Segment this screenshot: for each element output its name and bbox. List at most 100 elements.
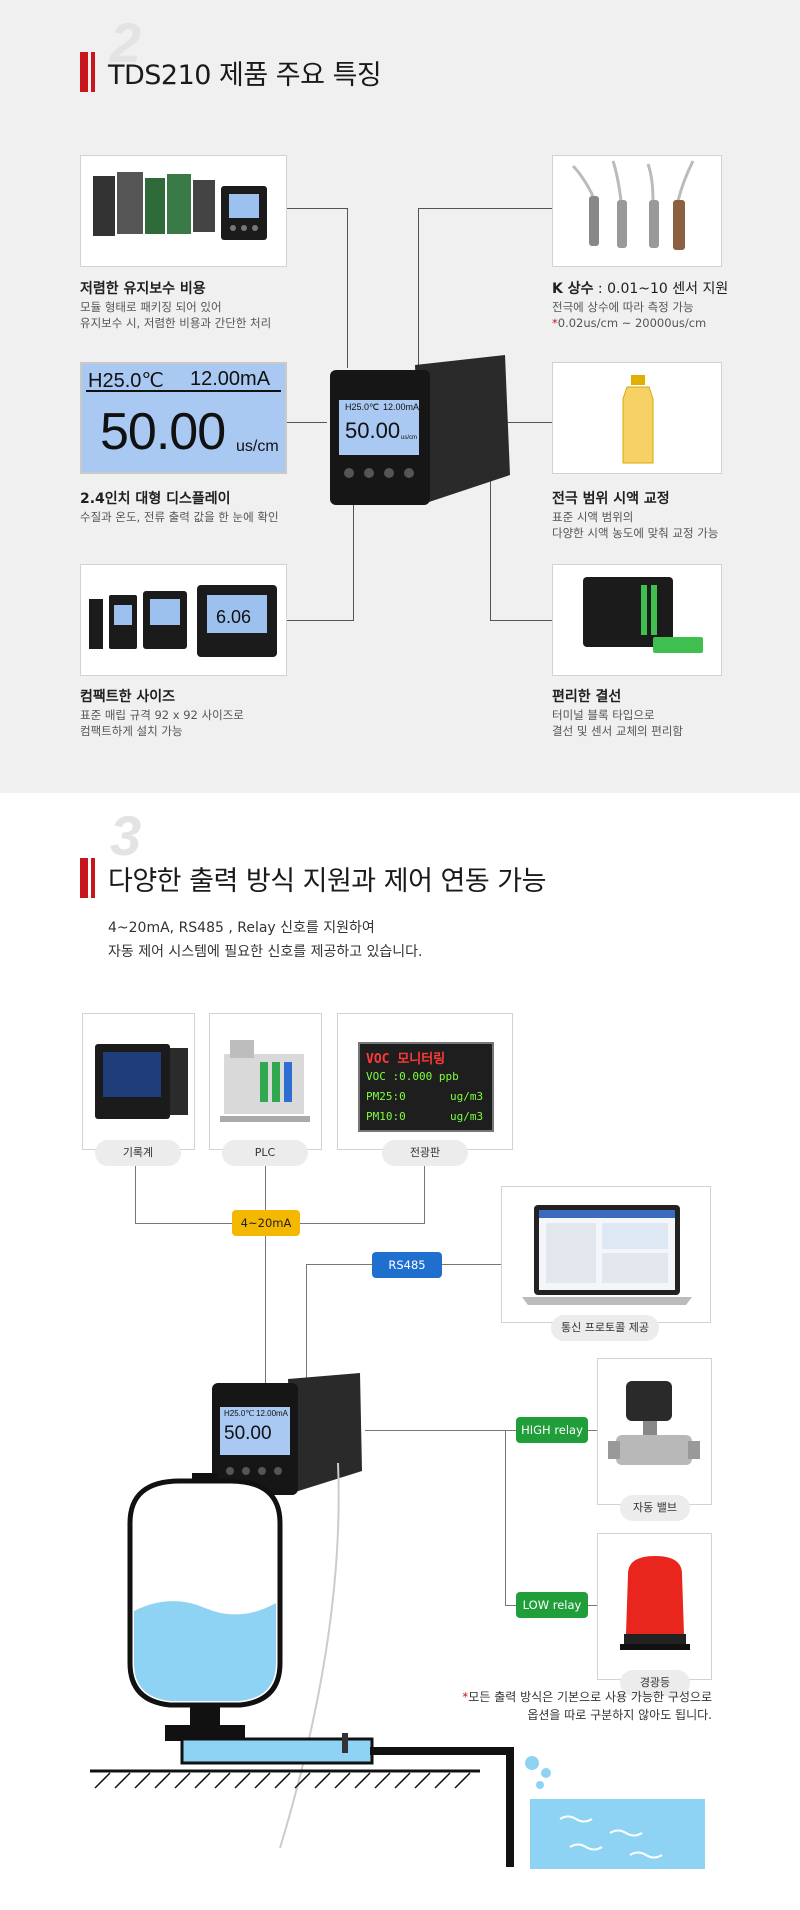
- wire: [365, 1430, 597, 1431]
- board-line-2: VOC :0.000 ppb: [366, 1070, 459, 1083]
- compact-sizes-image: 6.06: [80, 564, 287, 676]
- feature-desc-wiring-2: 결선 및 센서 교체의 편리함: [552, 724, 684, 738]
- lcd-temperature: H25.0℃: [88, 370, 164, 392]
- device-lcd-temperature: H25.0℃: [345, 402, 380, 412]
- compact-lcd-value: 6.06: [216, 607, 252, 627]
- feature-title-kconst: K 상수 : 0.01~10 센서 지원: [552, 278, 728, 298]
- kconst-range: : 0.01~10 센서 지원: [593, 281, 729, 297]
- asterisk: *: [462, 1690, 469, 1704]
- wire: [424, 1166, 425, 1223]
- warning-lamp-image: [597, 1533, 712, 1680]
- laptop-image: [501, 1186, 711, 1323]
- bottle-icon: [622, 375, 654, 464]
- lcd-unit: us/cm: [236, 438, 279, 455]
- connector-line: [287, 422, 327, 423]
- connector-line: [347, 208, 348, 368]
- note-line-1: 모든 출력 방식은 기본으로 사용 가능한 구성으로: [468, 1690, 712, 1704]
- device-lcd-value: 50.00: [345, 418, 401, 443]
- solution-bottle-image: [552, 362, 722, 474]
- feature-title-calibration: 전극 범위 시액 교정: [552, 491, 670, 507]
- feature-title-compact: 컴팩트한 사이즈: [80, 689, 176, 705]
- tds210-device-icon: [212, 1373, 362, 1495]
- section-title: 다양한 출력 방식 지원과 제어 연동 가능: [108, 866, 546, 897]
- feature-desc-calibration-2: 다양한 시액 농도에 맞춰 교정 가능: [552, 526, 719, 540]
- wire: [135, 1166, 136, 1223]
- recorder-icon: [95, 1044, 188, 1119]
- connector-line: [418, 208, 419, 368]
- sensor-probes-icon: [571, 160, 695, 250]
- intro-line-2: 자동 제어 시스템에 필요한 신호를 제공하고 있습니다.: [108, 944, 423, 960]
- tag-low-relay: LOW relay: [516, 1592, 588, 1618]
- label-recorder: 기록계: [95, 1140, 181, 1166]
- plc-image: [209, 1013, 322, 1150]
- tag-high-relay: HIGH relay: [516, 1417, 588, 1443]
- modules-image: [80, 155, 287, 267]
- connector-line: [490, 620, 552, 621]
- tag-4-20ma: 4~20mA: [232, 1210, 300, 1236]
- compact-devices-icon: [89, 585, 277, 657]
- feature-desc-maintenance-1: 모듈 형태로 패키징 되어 있어: [80, 300, 222, 314]
- board-line-3-unit: ug/m3: [450, 1090, 484, 1103]
- feature-title-wiring: 편리한 결선: [552, 689, 622, 705]
- tank-pipe-scene-icon: [90, 1462, 705, 1869]
- feature-desc-kconst-1: 전극에 상수에 따라 측정 가능: [552, 300, 694, 314]
- connector-line: [287, 620, 354, 621]
- tds210-device-icon: [330, 355, 510, 505]
- sensors-image: [552, 155, 722, 267]
- wire: [505, 1430, 506, 1605]
- board-line-3-label: PM25:0: [366, 1090, 406, 1103]
- connector-line: [418, 208, 552, 209]
- modules-icon: [93, 172, 267, 240]
- kconst-label: K 상수: [552, 281, 594, 297]
- lcd-display-image: H25.0℃ 12.00mA 50.00 us/cm: [80, 362, 287, 474]
- device-lcd-unit: us/cm: [401, 435, 418, 441]
- board-line-4-unit: ug/m3: [450, 1110, 484, 1123]
- connector-line: [490, 480, 491, 620]
- title-accent-bar-thin: [91, 858, 95, 898]
- output-note-2: 옵션을 따로 구분하지 않아도 됩니다.: [527, 1708, 712, 1722]
- label-protocol: 통신 프로토콜 제공: [551, 1315, 659, 1341]
- tds210-device-image: H25.0℃ 12.00mA 50.00: [210, 1373, 365, 1498]
- plc-icon: [220, 1040, 310, 1122]
- output-section: 3 다양한 출력 방식 지원과 제어 연동 가능 4~20mA, RS485 ,…: [0, 793, 800, 1910]
- connector-line: [287, 208, 347, 209]
- lcd-value: 50.00: [100, 403, 226, 461]
- feature-desc-wiring-1: 터미널 블록 타입으로: [552, 708, 655, 722]
- title-accent-bar-thin: [91, 52, 95, 92]
- connector-line: [505, 422, 552, 423]
- intro-line-1: 4~20mA, RS485 , Relay 신호를 지원하여: [108, 920, 375, 936]
- lcd-current: 12.00mA: [190, 368, 271, 390]
- lcd-divider: [86, 390, 281, 392]
- features-section: 2 TDS210 제품 주요 특징 저렴한 유지보수 비용 모듈 형태로 패키징…: [0, 0, 800, 793]
- board-voc: VOC: [366, 1052, 390, 1067]
- connector-line: [353, 480, 354, 620]
- feature-desc-compact-1: 표준 매립 규격 92 x 92 사이즈로: [80, 708, 244, 722]
- feature-desc-display-1: 수질과 온도, 전류 출력 값을 한 눈에 확인: [80, 510, 279, 524]
- valve-image: [597, 1358, 712, 1505]
- board-line-4-label: PM10:0: [366, 1110, 406, 1123]
- recorder-image: [82, 1013, 195, 1150]
- terminal-block-icon: [583, 577, 703, 653]
- tag-rs485: RS485: [372, 1252, 442, 1278]
- device-lcd-current: 12.00mA: [256, 1409, 289, 1418]
- terminal-block-image: [552, 564, 722, 676]
- feature-title-maintenance: 저렴한 유지보수 비용: [80, 281, 206, 297]
- title-accent-bar: [80, 858, 88, 898]
- feature-desc-compact-2: 컴팩트하게 설치 가능: [80, 724, 183, 738]
- feature-desc-kconst-2: *0.02us/cm ~ 20000us/cm: [552, 315, 706, 331]
- tds210-device-image: H25.0℃ 12.00mA 50.00 us/cm: [325, 355, 515, 510]
- label-lamp: 경광등: [620, 1670, 690, 1696]
- section-number: 3: [110, 804, 142, 867]
- asterisk: *: [552, 316, 558, 330]
- kconst-measure-range: 0.02us/cm ~ 20000us/cm: [557, 316, 707, 330]
- warning-lamp-icon: [620, 1556, 690, 1650]
- board-monitoring: 모니터링: [397, 1052, 446, 1067]
- wire: [306, 1264, 307, 1386]
- laptop-icon: [522, 1205, 692, 1305]
- wire: [265, 1166, 266, 1386]
- signboard-image: VOC 모니터링 VOC :0.000 ppb PM25:0 ug/m3 PM1…: [337, 1013, 513, 1150]
- device-lcd-current: 12.00mA: [383, 402, 420, 412]
- board-line-1: VOC 모니터링: [366, 1048, 445, 1067]
- label-signboard: 전광판: [382, 1140, 468, 1166]
- section-title: TDS210 제품 주요 특징: [108, 60, 382, 91]
